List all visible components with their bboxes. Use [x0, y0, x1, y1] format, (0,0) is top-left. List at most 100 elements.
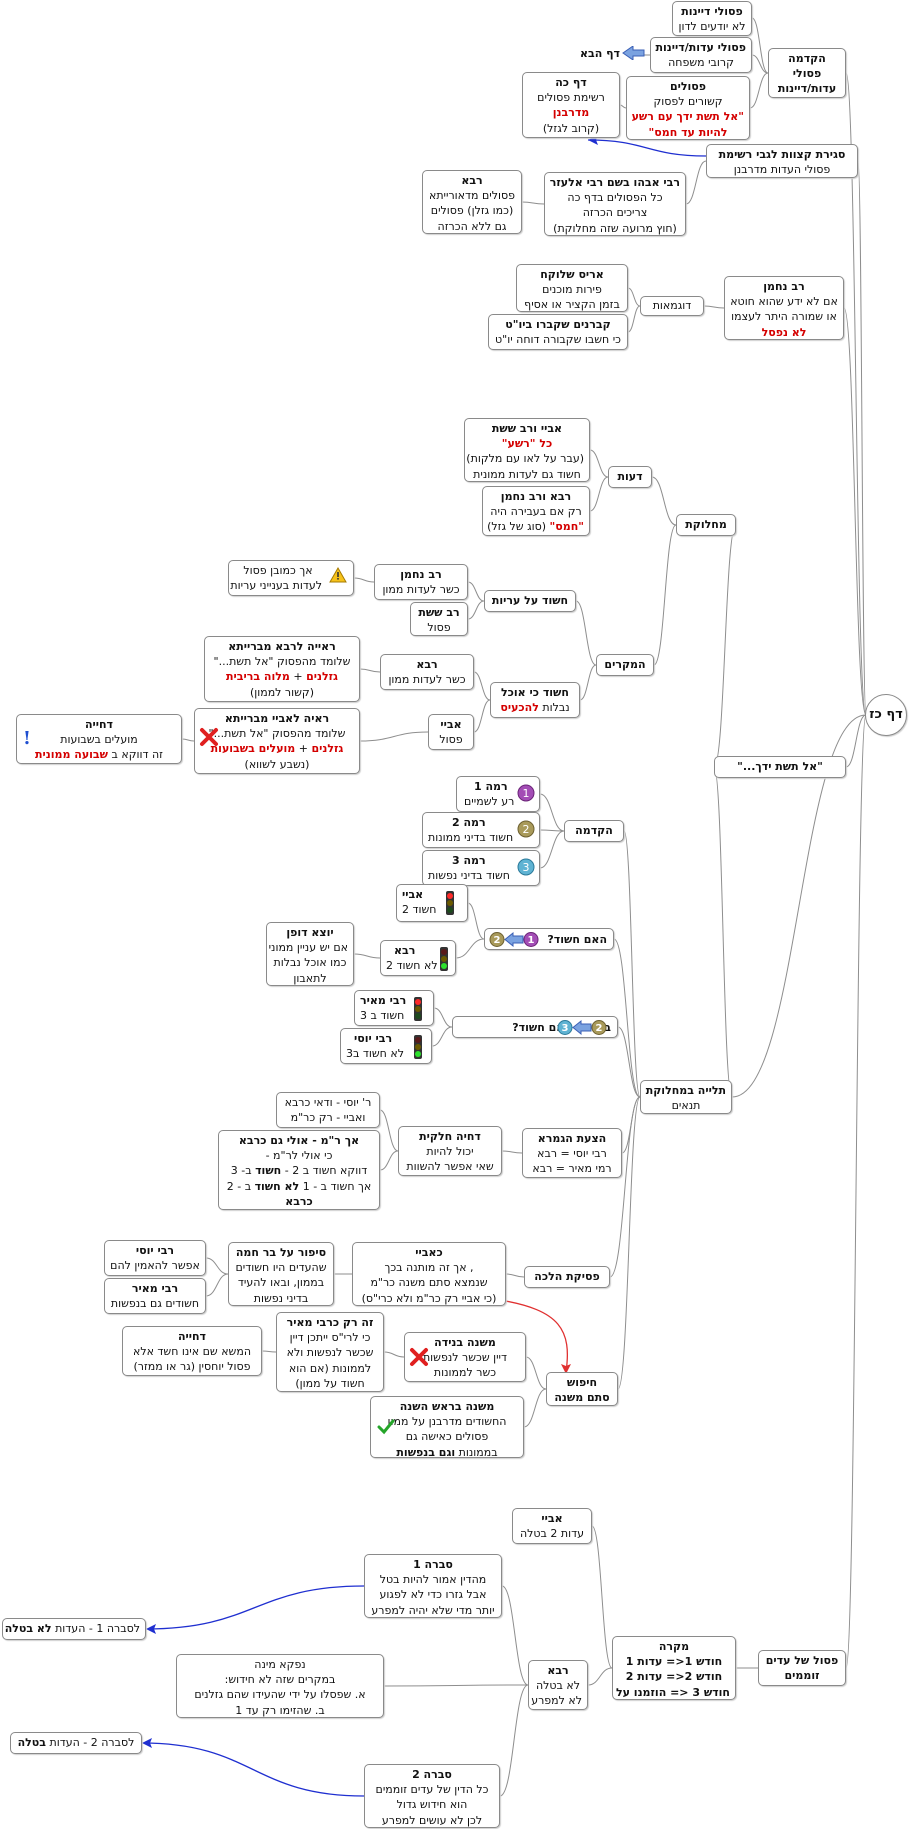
node-rabbi-abahu[interactable]: רבי אבהו בשם רבי אלעזר כל הפסולים בדף כה… — [544, 172, 686, 236]
node-proof-abaye[interactable]: ראיה לאביי מברייתא שלומד מהפסוק "אל תשת.… — [194, 708, 360, 774]
node-rm-also-rava[interactable]: אך ר"מ - אולי גם כרבא כי אולי לר"מ - דוו… — [218, 1130, 380, 1210]
rejection-1-pre: זה דווקא ב — [107, 748, 163, 762]
node-case[interactable]: מקרה חודש 1<= עדות 1 חודש 2<= עדות 2 חוד… — [612, 1636, 736, 1700]
level3-l1: חשוד בדיני נפשות — [428, 869, 510, 883]
rabbi-abahu-title: רבי אבהו בשם רבי אלעזר — [549, 176, 680, 189]
this-page-line: רשימת פסולים — [537, 91, 605, 105]
gemara-partial-link — [501, 1150, 523, 1154]
node-baraita-suspect[interactable]: ברייתא האם חשוד? 32 — [452, 1016, 618, 1038]
node-rs-arayot[interactable]: רב ששת פסול — [410, 602, 468, 636]
node-like-abaye[interactable]: כאביי , אך זה מותנה בכך שנמצא סתם משנה כ… — [352, 1242, 506, 1306]
node-reason2[interactable]: סברה 2 כל הדין של עדים זוממים הוא חידוש … — [364, 1764, 500, 1828]
result2-pre: לסברה 2 - העדות — [45, 1736, 135, 1749]
node-cases[interactable]: המקרים — [596, 654, 654, 676]
node-intro2[interactable]: הקדמה — [564, 820, 624, 842]
proof-abaye-red1: גזלנים — [311, 742, 344, 756]
node-korban[interactable]: קברנים שקברו ביו"ט כי חשבו שקבורה דוחה י… — [488, 314, 628, 350]
node-mishna-rh[interactable]: משנה בראש השנה החשודים מדרבנן על ממון פס… — [370, 1396, 524, 1458]
node-deot[interactable]: דעות — [608, 466, 652, 488]
node-only-rm[interactable]: זה רק כרבי מאיר כי לרי"ס ייתכן דיין שכשר… — [276, 1312, 384, 1392]
node-rava-lvl[interactable]: רבא לא חשוד 2 — [380, 940, 456, 976]
node-arayot-note[interactable]: אך כמובן פסול לעדות בענייני עריות — [228, 560, 354, 596]
node-abaye-rav-sheshet[interactable]: אביי ורב ששת כל "רשע" (עבר על לאו עם מלק… — [464, 418, 590, 482]
gemara-suggest-l1: רבי יוסי = רבא — [537, 1147, 607, 1161]
node-suspect-arayot[interactable]: חשוד על עריות — [484, 590, 576, 612]
suspect-nevelot-l1: נבלות — [542, 701, 570, 715]
partial-reject-title: דחיה חלקית — [419, 1130, 481, 1143]
intro-link — [751, 17, 769, 74]
node-ry-rava-note[interactable]: ר' יוסי - ודאי כרבא ואביי - רק כר"מ — [276, 1092, 380, 1128]
rn-examples-link — [703, 305, 725, 309]
node-next-page[interactable]: דף הבא — [550, 44, 650, 64]
node-level1[interactable]: 1 רמה 1 רע לשמיים — [456, 776, 540, 812]
intro2-link — [539, 830, 565, 869]
node-rava-rav-nachman[interactable]: רבא ורב נחמן רק אם בעבירה היה "חמס" (סוג… — [482, 486, 590, 536]
node-aris[interactable]: אריס שלוקח פירות מוכנים בזמן הקציר או אס… — [516, 264, 628, 312]
mishna-rh-m1: בממונות — [455, 1445, 498, 1458]
node-rm-story[interactable]: רבי מאיר חשודים גם בנפשות — [104, 1278, 206, 1314]
result1-pre: לסברה 1 - העדות — [51, 1622, 140, 1635]
traffic-light-green-icon — [439, 947, 449, 971]
intro-link — [751, 54, 769, 74]
abaye-nev-l1: פסול — [439, 733, 463, 747]
node-abaye-last[interactable]: אביי עדות 2 בטלה — [512, 1508, 592, 1544]
node-disq-judges[interactable]: פסולי דיינות לא יודעים לדון — [672, 1, 752, 36]
svg-text:1: 1 — [528, 935, 535, 946]
node-al-tashet[interactable]: "אל תשת ידך..." — [714, 756, 846, 778]
nev-abaye-link — [473, 699, 491, 733]
node-witness-disq[interactable]: פסול של עדים זוממים — [758, 1650, 846, 1686]
node-rn-arayot[interactable]: רב נחמן כשר לעדות ממון — [374, 564, 468, 600]
node-partial-reject[interactable]: דחיה חלקית יכול להיות שאי אפשר להשוות — [398, 1126, 502, 1176]
root-node[interactable]: דף כז — [865, 694, 907, 736]
ruling-abaye-link — [505, 1273, 525, 1278]
cases-title: המקרים — [604, 658, 646, 671]
node-abaye-nev[interactable]: אביי פסול — [428, 714, 474, 750]
number-1-icon: 1 — [517, 784, 535, 802]
node-examples[interactable]: דוגמאות — [640, 296, 704, 316]
node-disq-verse[interactable]: פסולים קשורים לפסוק "אל תשת ידך עם רשע ל… — [626, 76, 750, 140]
disq-verse-red-1: "אל תשת ידך עם רשע — [631, 110, 744, 124]
node-practical[interactable]: נפקא מינה במקרים שזה לא חידוש: א. שפסלו … — [176, 1654, 384, 1718]
node-machloket[interactable]: מחלוקת — [676, 514, 736, 536]
node-level3[interactable]: 3 רמה 3 חשוד בדיני נפשות — [422, 850, 540, 886]
node-rava-last[interactable]: רבא לא בטלה לא למפרע — [528, 1660, 588, 1710]
red-arrowhead — [561, 1364, 571, 1374]
rm-also-rava-m1b: חשוד — [255, 1164, 282, 1178]
node-yotze-dofen[interactable]: יוצא דופן אם יש עניין ממוני כמו אוכל נבל… — [266, 922, 354, 986]
node-rava-top[interactable]: רבא פסולים מדאורייתא (כמו גזלן) פסולים ג… — [422, 170, 522, 234]
proof-abaye-plus: + — [295, 742, 312, 756]
arayot-rs-link — [467, 600, 485, 620]
node-mishna-beida[interactable]: משנה בנידה דיין שכשר לנפשות כשר לממונות — [404, 1332, 526, 1382]
node-rava-nev[interactable]: רבא כשר לעדות ממון — [380, 654, 474, 690]
node-level2[interactable]: 2 רמה 2 חשוד בדיני ממונות — [422, 812, 540, 848]
svg-text:3: 3 — [523, 861, 530, 874]
intro-line-1: פסולי — [792, 67, 822, 81]
node-rabbi-meir[interactable]: רבי מאיר חשוד ב 3 — [354, 990, 434, 1026]
node-ruling[interactable]: פסיקת הלכה — [524, 1266, 610, 1288]
node-rav-nachman[interactable]: רב נחמן אם לא ידע שהוא חוטא או שמורה הית… — [724, 276, 844, 340]
al-dependent-link — [713, 766, 733, 1098]
node-search-mishna[interactable]: חיפוש סתם משנה — [546, 1372, 618, 1406]
node-result2[interactable]: לסברה 2 - העדות בטלה — [10, 1732, 142, 1754]
node-intro[interactable]: הקדמה פסולי עדות/דיינות — [768, 48, 846, 98]
node-ry-story[interactable]: רבי יוסי אפשר להאמין להם — [104, 1240, 206, 1276]
node-dependent[interactable]: תלייה במחלוקת תנאים — [640, 1080, 732, 1114]
node-rejection-2[interactable]: דחייה המשא שם אינו חשד אלא פסול יוחסין (… — [122, 1326, 262, 1376]
node-this-page[interactable]: דף כה רשימת פסולים מדרבנן (קרוב לגזל) — [522, 72, 620, 138]
like-abaye-l2: שנמצא סתם משנה כר"מ — [370, 1276, 488, 1290]
node-reason1[interactable]: סברה 1 מהדין אמור להיות בטל אבל גזרו כדי… — [364, 1554, 502, 1618]
node-suspect-nevelot[interactable]: חשוד כי אוכל נבלות להכעיס — [490, 682, 580, 718]
rav-nachman-red: לא נפסל — [761, 325, 807, 339]
node-disq-witness-judges[interactable]: פסולי עדות/דיינות קרובי משפחה — [650, 37, 752, 73]
node-result1[interactable]: לסברה 1 - העדות לא בטלה — [2, 1618, 146, 1640]
node-gemara-suggest[interactable]: הצעת הגמרא רבי יוסי = רבא רמי מאיר = רבא — [522, 1128, 622, 1178]
node-abaye-lvl[interactable]: אביי חשוד 2 — [396, 884, 468, 922]
ry-story-title: רבי יוסי — [135, 1244, 175, 1257]
suspect-arayot-title: חשוד על עריות — [491, 594, 569, 607]
node-proof-rava[interactable]: ראייה לרבא מברייתא שלומד מהפסוק "אל תשת.… — [204, 636, 360, 702]
node-rejection-1[interactable]: ! דחייה מועלים בשבועות זה דווקא ב שבועה … — [16, 714, 182, 764]
node-closing-list[interactable]: סגירת קצוות לגבי רשימת פסולי העדות מדרבנ… — [706, 144, 858, 178]
node-rabbi-yosi[interactable]: רבי יוסי לא חשוד ב3 — [340, 1028, 432, 1064]
node-story-bar-chama[interactable]: סיפור על בר חמה שהעדים היו חשודים בממון,… — [228, 1242, 334, 1306]
